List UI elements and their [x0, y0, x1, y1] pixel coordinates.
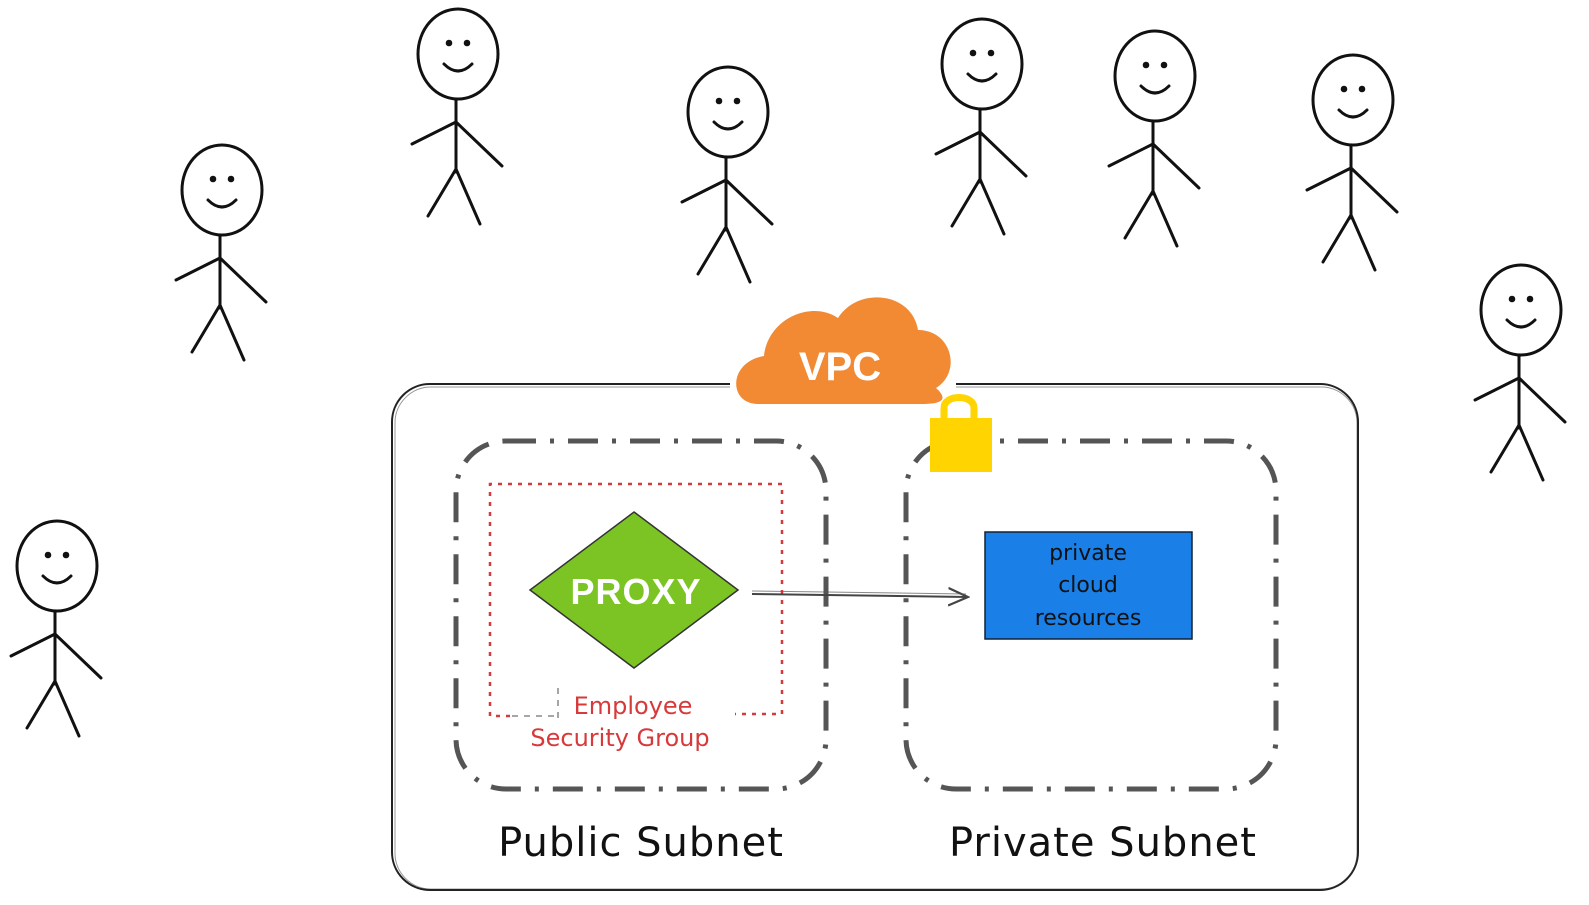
- security-group-boundary: [488, 482, 784, 718]
- users-group: [9, 7, 1567, 738]
- proxy-label: PROXY: [570, 571, 701, 612]
- private-resources-label-line2: cloud: [1058, 573, 1118, 598]
- stick-figure-user-icon: [174, 143, 268, 362]
- proxy-to-resources-arrow-sketch: [751, 590, 967, 595]
- private-subnet-boundary: [903, 438, 1279, 792]
- private-resources-box: [984, 531, 1193, 640]
- security-group-label-line1: Employee: [574, 692, 693, 720]
- vpc-boundary-sketch-line: [394, 386, 1358, 890]
- vpc-label: VPC: [799, 345, 881, 389]
- stick-figure-user-icon: [9, 519, 103, 738]
- stick-figure-user-icon: [1107, 29, 1201, 248]
- vpc-cloud-icon: VPC: [730, 297, 956, 404]
- stick-figure-user-icon: [1305, 53, 1399, 272]
- private-subnet-label: Private Subnet: [949, 820, 1257, 866]
- lock-icon: [930, 394, 992, 472]
- public-subnet-boundary: [453, 438, 829, 792]
- stick-figure-user-icon: [934, 17, 1028, 236]
- public-subnet-label: Public Subnet: [498, 820, 784, 866]
- private-resources-label-line3: resources: [1035, 606, 1142, 631]
- proxy-diamond: [528, 511, 740, 669]
- stick-figure-user-icon: [1473, 263, 1567, 482]
- proxy-to-resources-arrow: [751, 594, 968, 597]
- stick-figure-user-icon: [680, 65, 774, 284]
- private-resources-label-line1: private: [1049, 541, 1127, 566]
- vpc-boundary: [391, 383, 1359, 891]
- stick-figure-user-icon: [410, 7, 504, 226]
- security-group-boundary-gray-segment: [512, 688, 559, 718]
- security-group-label-line2: Security Group: [530, 724, 709, 752]
